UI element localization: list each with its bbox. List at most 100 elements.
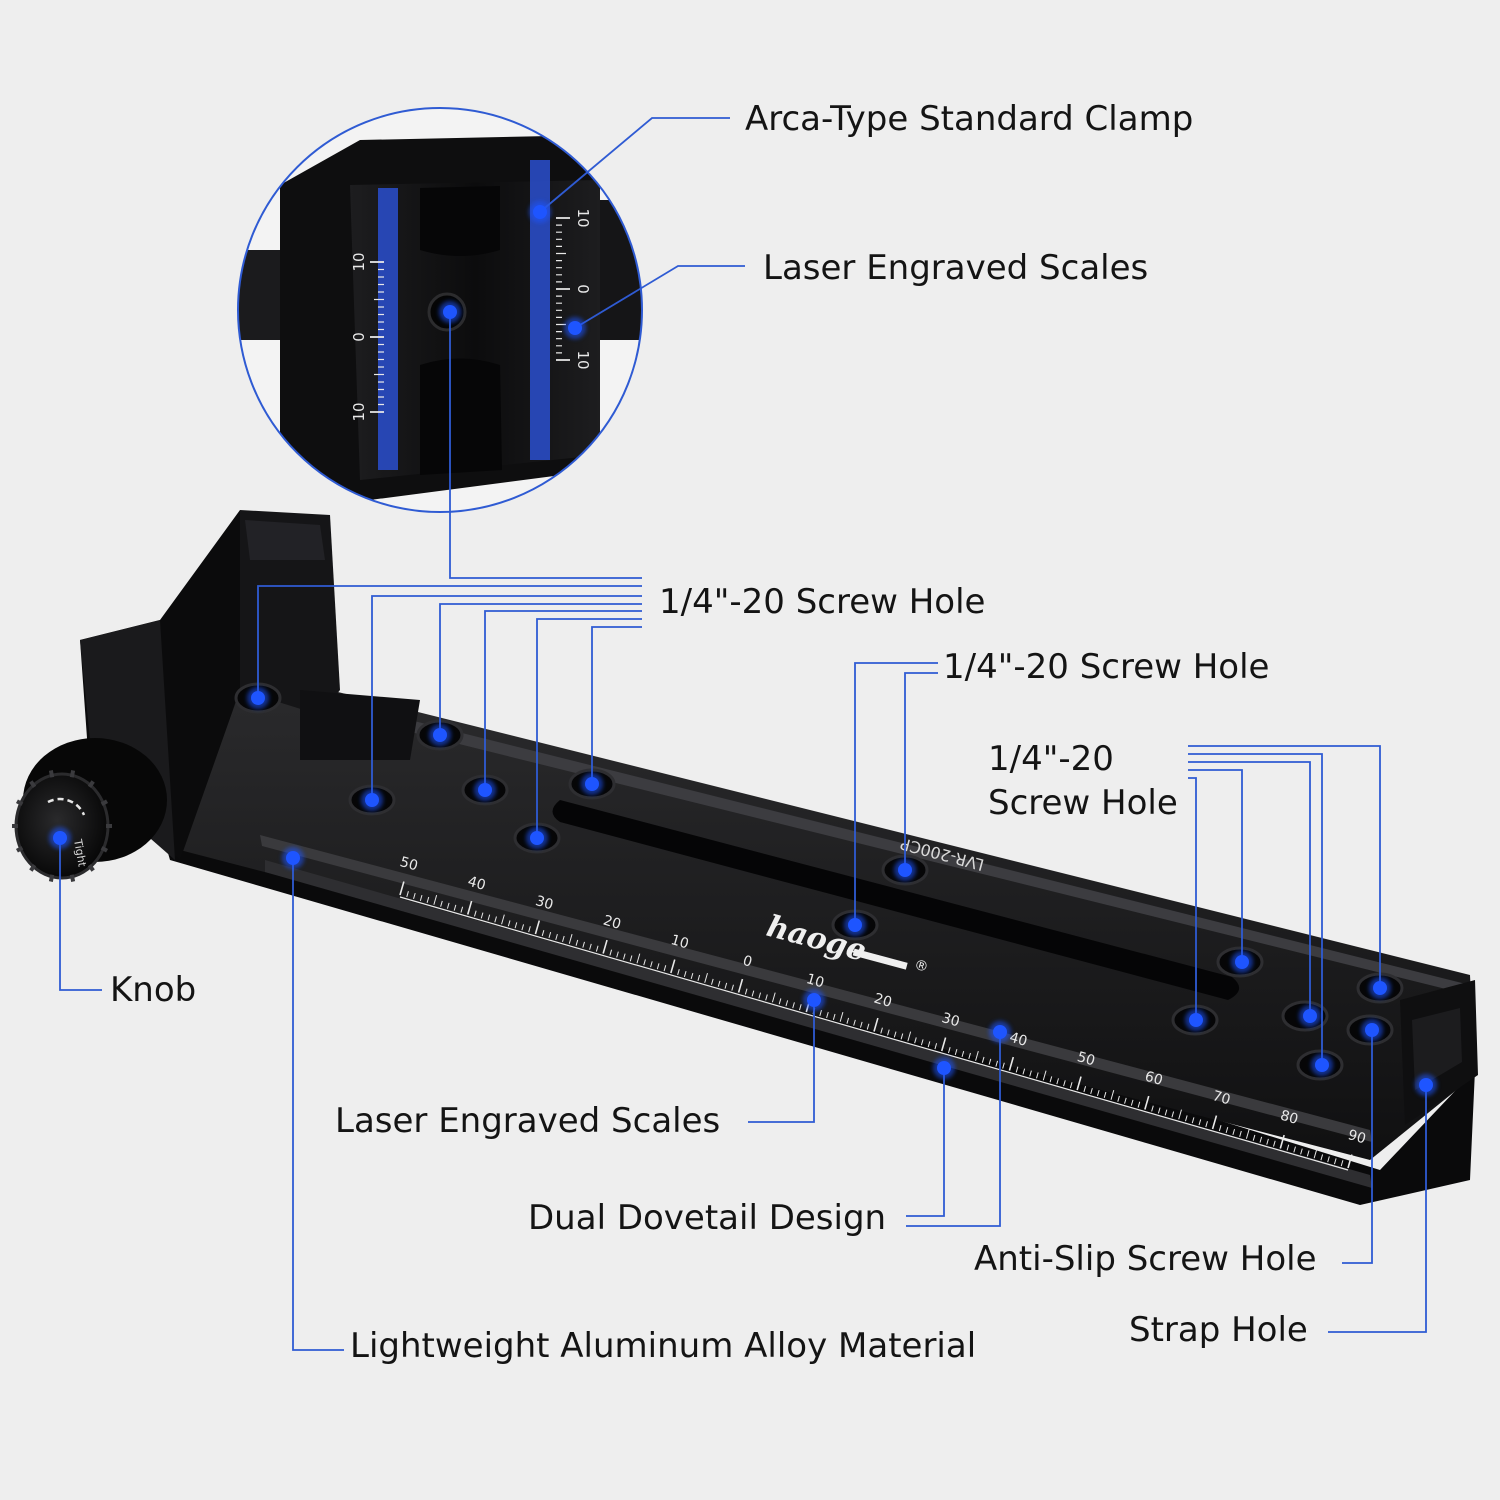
rail-scale-tick xyxy=(1171,1111,1175,1118)
label-screw-hole-3-line1: 1/4"-20 xyxy=(988,739,1114,779)
rail-scale-tick xyxy=(711,978,714,985)
feature-marker xyxy=(433,728,447,742)
rail-scale-tick xyxy=(1056,1078,1059,1085)
rail-scale-tick xyxy=(853,1019,856,1026)
rail-scale-tick xyxy=(927,1041,931,1048)
rail-scale-tick xyxy=(677,969,680,976)
label-anti-slip: Anti-Slip Screw Hole xyxy=(974,1239,1317,1279)
rail-scale-tick xyxy=(839,1012,844,1022)
rail-scale-label: 30 xyxy=(940,1010,962,1030)
leader-lines xyxy=(59,117,1427,1351)
rail-scale-tick xyxy=(765,994,768,1001)
feature-marker xyxy=(1303,1009,1317,1023)
leader-line xyxy=(1188,761,1311,1016)
rail-scale-tick xyxy=(751,990,755,997)
leader-line xyxy=(484,610,642,790)
rail-scale-tick xyxy=(528,926,531,933)
rail-scale-tick xyxy=(1124,1097,1127,1104)
rail-scale-tick xyxy=(650,961,653,968)
label-laser-scales-top: Laser Engraved Scales xyxy=(763,248,1149,288)
rail-scale-tick xyxy=(1327,1156,1330,1163)
rail-scale-label: 40 xyxy=(1008,1030,1030,1050)
rail-scale-tick xyxy=(487,914,491,921)
label-screw-hole-2: 1/4"-20 Screw Hole xyxy=(943,647,1270,687)
leader-line xyxy=(1342,1030,1373,1264)
rail-scale-tick xyxy=(1218,1125,1222,1132)
rail-scale-label: 0 xyxy=(741,953,754,971)
knob-ridge xyxy=(100,799,109,807)
rail-scale-tick xyxy=(656,963,660,970)
rail-scale-tick xyxy=(920,1039,924,1046)
feature-marker xyxy=(1315,1058,1329,1072)
knob-ridge xyxy=(29,780,37,789)
rail-scale-tick xyxy=(731,984,734,991)
rail-scale-tick xyxy=(859,1021,863,1028)
label-laser-scales-bottom: Laser Engraved Scales xyxy=(335,1101,721,1141)
brand-registered: ® xyxy=(912,957,930,976)
rail-scale-tick xyxy=(866,1023,870,1030)
leader-line xyxy=(1188,745,1381,988)
rail-scale-tick xyxy=(480,912,484,919)
rail-scale-tick xyxy=(501,914,505,925)
rail-scale-tick xyxy=(494,916,497,923)
rail-body xyxy=(150,690,1478,1205)
rail-scale-tick xyxy=(785,1000,789,1007)
rail-scale-tick xyxy=(426,896,430,903)
rail-scale-tick xyxy=(981,1056,985,1063)
label-knob: Knob xyxy=(110,970,197,1010)
rail-scale-tick xyxy=(541,930,545,937)
rail-scale-label: 20 xyxy=(601,913,623,933)
brand-underline xyxy=(852,948,908,970)
feature-marker xyxy=(568,321,582,335)
leader-line xyxy=(292,858,344,1351)
rail-scale-tick xyxy=(934,1043,938,1050)
rail-scale-tick xyxy=(948,1047,951,1054)
rail-scale-tick xyxy=(832,1013,836,1020)
rail-scale-tick xyxy=(1259,1136,1263,1143)
rail-scale-tick xyxy=(771,992,776,1003)
feature-marker xyxy=(443,305,457,319)
clamp-scale-label: 0 xyxy=(574,284,592,294)
rail-scale-tick xyxy=(1340,1160,1344,1167)
rail-scale-tick xyxy=(1022,1068,1026,1075)
rail-scale-tick xyxy=(1300,1148,1303,1155)
feature-marker xyxy=(848,918,862,932)
rail-scale-label: 50 xyxy=(1075,1049,1097,1069)
rail-scale-tick xyxy=(819,1009,822,1017)
rail-scale-tick xyxy=(1347,1154,1353,1169)
label-screw-hole-1: 1/4"-20 Screw Hole xyxy=(659,582,986,622)
rail-scale-tick xyxy=(778,998,782,1005)
feature-markers xyxy=(49,201,1437,1096)
rail-scale-tick xyxy=(1157,1107,1161,1114)
knob-ridge xyxy=(69,874,76,882)
rail-scale-tick xyxy=(474,910,477,917)
leader-line xyxy=(906,1032,1001,1227)
rail-scale-tick xyxy=(1293,1146,1296,1153)
rail-scale-tick xyxy=(1252,1134,1256,1141)
leader-line xyxy=(591,626,642,784)
rail-scale-tick xyxy=(1198,1119,1202,1126)
knob-ridge xyxy=(69,770,76,778)
rail-scale-tick xyxy=(975,1051,979,1061)
label-aluminum: Lightweight Aluminum Alloy Material xyxy=(350,1326,977,1366)
rail-scale-tick xyxy=(792,1002,795,1009)
rail-scale-tick xyxy=(1211,1115,1218,1130)
rail-scale-tick xyxy=(582,941,585,948)
feature-marker xyxy=(478,783,492,797)
leader-line xyxy=(748,1000,815,1123)
rail-scale-tick xyxy=(1185,1115,1188,1122)
rail-scale-tick xyxy=(643,959,646,966)
rail-scale-tick xyxy=(737,978,744,993)
rail-scale-tick xyxy=(961,1050,965,1057)
knob-ridge xyxy=(48,770,55,778)
feature-marker xyxy=(533,205,547,219)
rail-scale-tick xyxy=(555,933,558,940)
leader-line xyxy=(439,603,642,735)
rail-scale-label: 80 xyxy=(1278,1108,1300,1128)
label-dual-dovetail: Dual Dovetail Design xyxy=(528,1198,887,1238)
rail-scale-tick xyxy=(1029,1070,1032,1077)
rail-scale-tick xyxy=(690,972,694,979)
rail-scale-tick xyxy=(1266,1138,1269,1145)
leader-line xyxy=(574,265,745,329)
